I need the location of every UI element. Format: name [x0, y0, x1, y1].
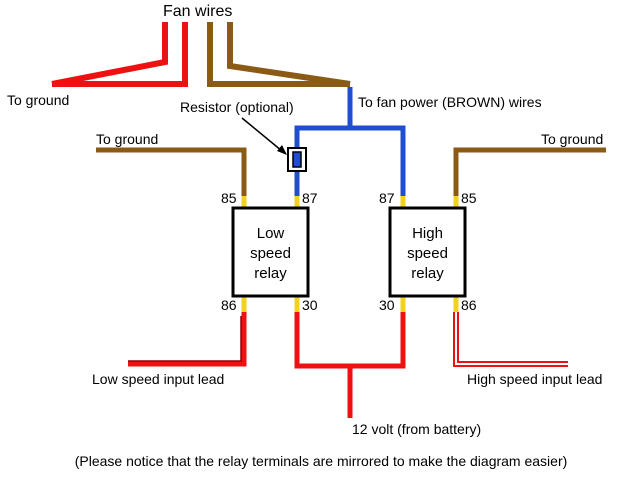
high-relay-line2: speed	[407, 245, 448, 262]
high-t86-label: 86	[461, 297, 477, 313]
high-relay-ground-wire	[453, 147, 606, 196]
blue-branch-wire	[294, 125, 406, 196]
high-t87-label: 87	[379, 190, 395, 206]
resistor-arrow	[241, 117, 287, 155]
low-t85-label: 85	[221, 190, 237, 206]
high-input-label: High speed input lead	[467, 371, 602, 387]
low-t86-label: 86	[221, 297, 237, 313]
low-input-label: Low speed input lead	[92, 371, 224, 387]
low-relay-line3: relay	[254, 265, 287, 282]
low-input-lead	[128, 312, 247, 367]
to-ground-right-label: To ground	[541, 131, 603, 147]
fan-wires-label: Fan wires	[163, 3, 232, 20]
high-t30-label: 30	[379, 297, 395, 313]
battery-label: 12 volt (from battery)	[352, 421, 481, 437]
fan-power-wire-1	[207, 22, 350, 87]
blue-power-wiring	[294, 87, 406, 196]
to-ground-top-label: To ground	[7, 92, 69, 108]
low-t87-label: 87	[302, 190, 318, 206]
low-relay-line2: speed	[250, 245, 291, 262]
low-speed-relay-box	[231, 206, 310, 298]
high-speed-relay-box	[388, 206, 467, 298]
footnote-label: (Please notice that the relay terminals …	[75, 453, 568, 469]
resistor	[287, 147, 307, 172]
high-relay-line1: High	[412, 225, 443, 242]
resistor-label: Resistor (optional)	[180, 99, 294, 115]
high-input-lead	[453, 312, 568, 367]
fan-ground-wire-2	[52, 22, 188, 87]
fan-ground-wire-1	[51, 22, 168, 87]
to-ground-left-label: To ground	[96, 131, 158, 147]
high-relay-line3: relay	[411, 265, 444, 282]
to-fan-power-label: To fan power (BROWN) wires	[358, 94, 542, 110]
battery-wiring	[294, 312, 406, 418]
fan-wires	[51, 22, 351, 87]
fan-power-wire-2	[227, 22, 351, 87]
low-t30-label: 30	[302, 297, 318, 313]
relay-ground-wires	[96, 147, 606, 196]
high-t85-label: 85	[461, 190, 477, 206]
low-relay-ground-wire	[96, 147, 247, 196]
low-relay-line1: Low	[257, 225, 285, 242]
battery-bus-wire	[294, 312, 406, 369]
